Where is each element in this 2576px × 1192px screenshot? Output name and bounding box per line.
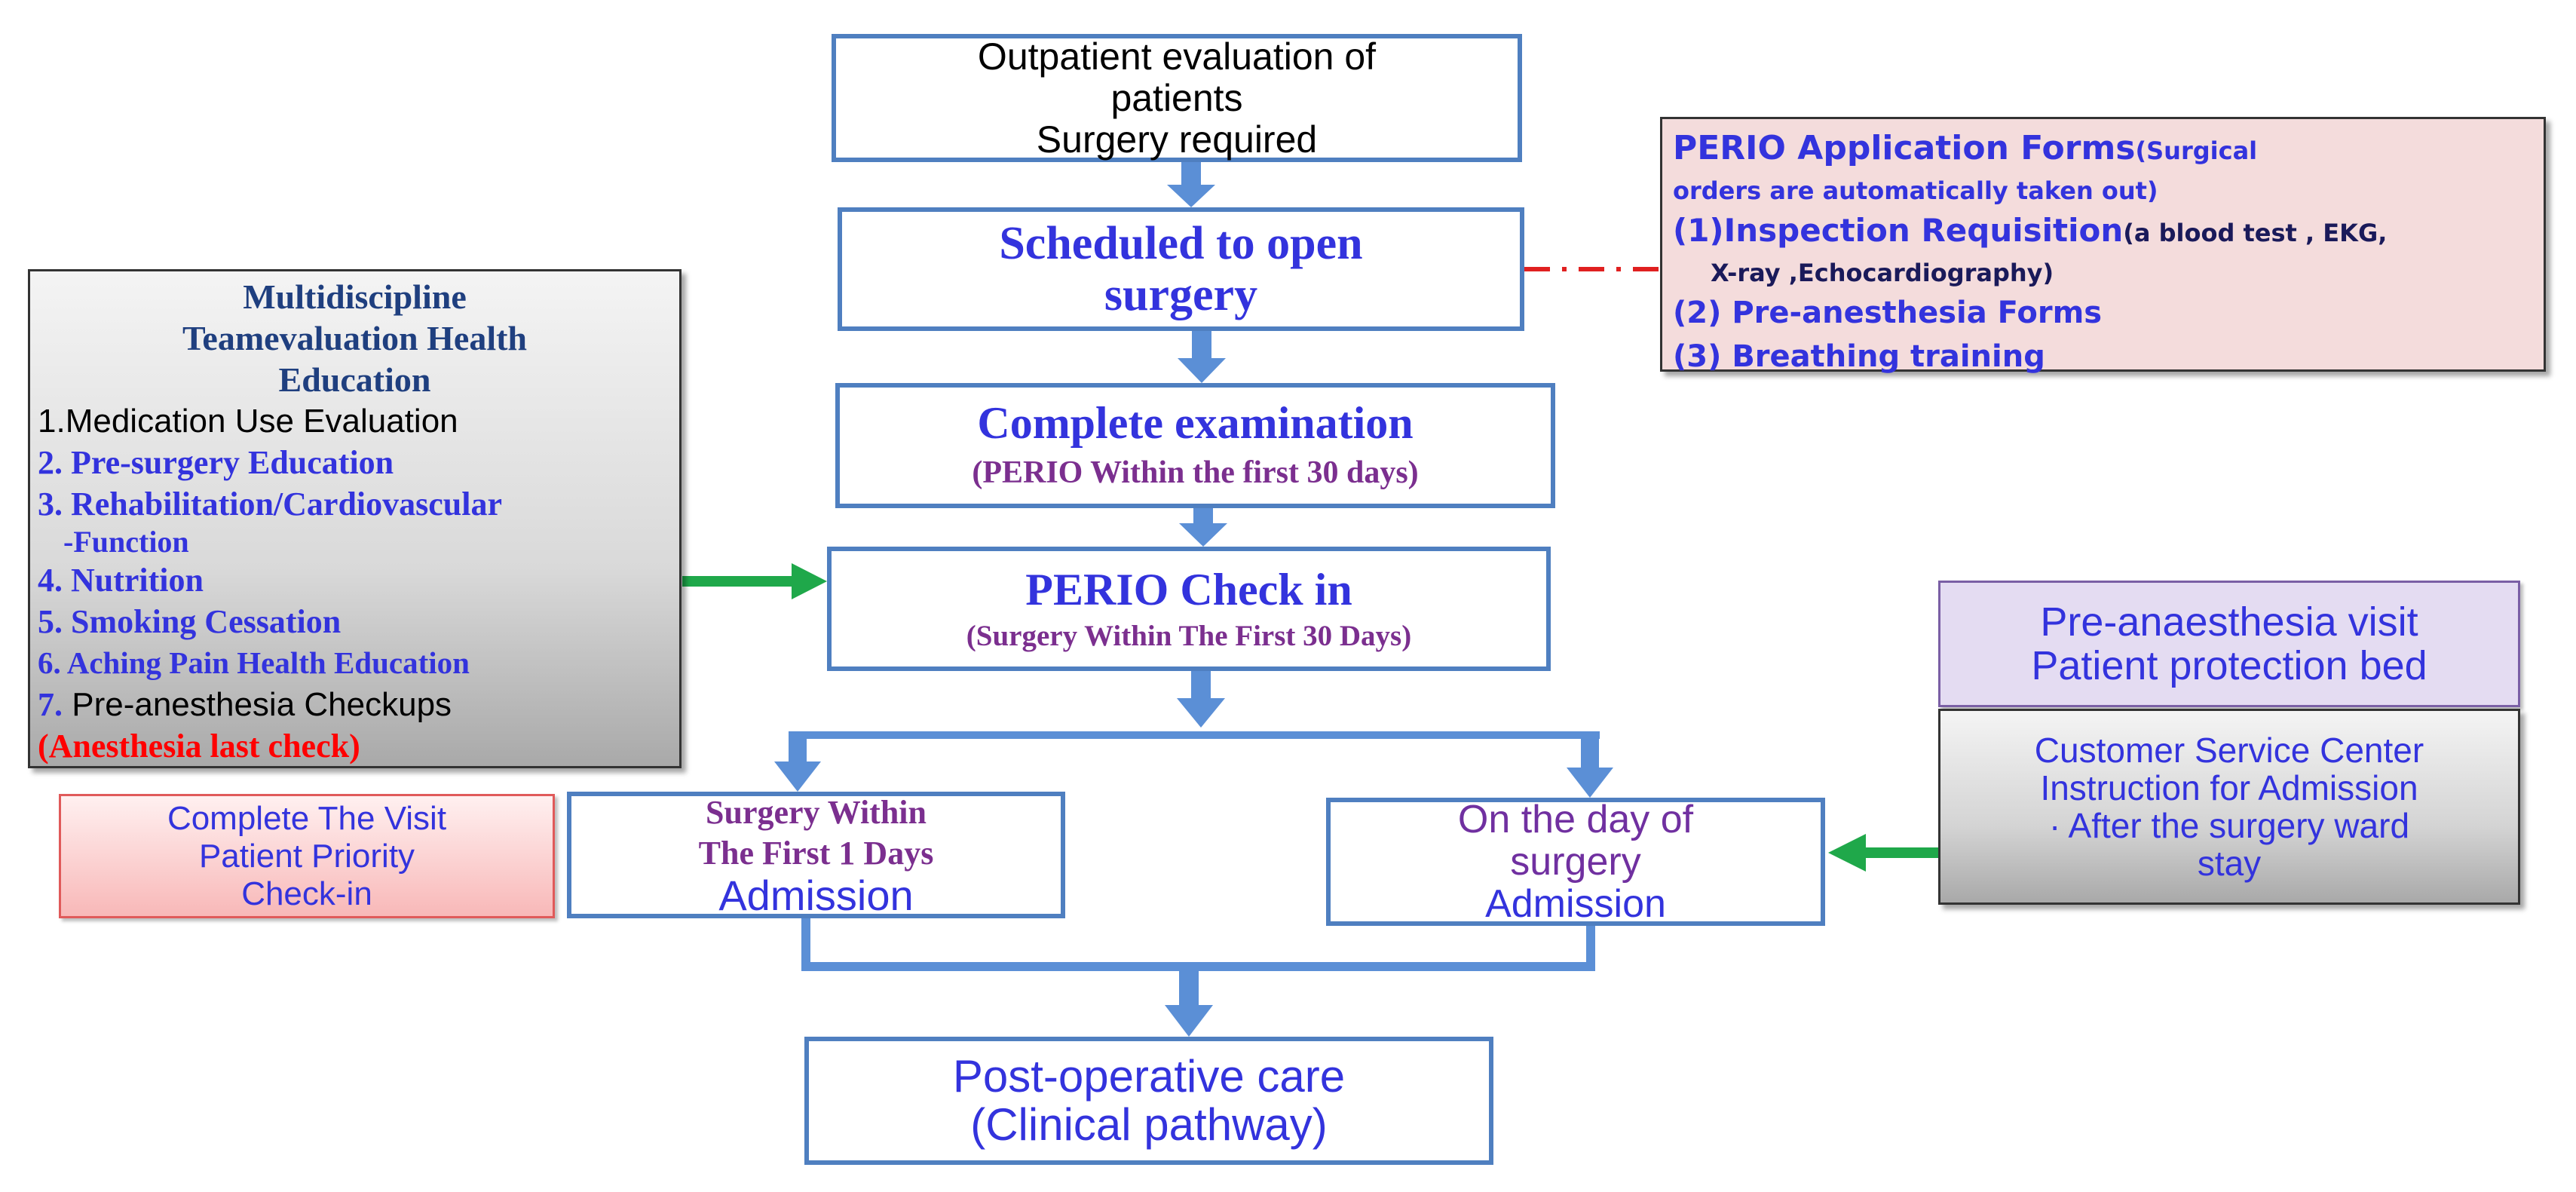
day-of-line2: surgery xyxy=(1510,840,1641,884)
postop-line2: (Clinical pathway) xyxy=(970,1099,1328,1150)
multi-item-5: 5. Smoking Cessation xyxy=(38,603,342,640)
checkin-subtitle: (Surgery Within The First 30 Days) xyxy=(966,619,1412,652)
complete-exam-subtitle: (PERIO Within the first 30 days) xyxy=(972,455,1419,490)
visit-line2: Patient Priority xyxy=(198,837,415,875)
visit-line3: Check-in xyxy=(241,875,372,912)
forms-item1-line2: X-ray ,Echocardiography) xyxy=(1711,259,2054,287)
outpatient-line2: patients xyxy=(1110,76,1243,119)
green-arrow-customer-to-dayof xyxy=(1828,834,1938,872)
arrow-checkin-to-split xyxy=(1177,671,1225,728)
customer-line2: Instruction for Admission xyxy=(2040,768,2418,807)
pre-anaesthesia-visit-box: Pre-anaesthesia visit Patient protection… xyxy=(1938,581,2520,707)
perio-application-forms-box: PERIO Application Forms(Surgical orders … xyxy=(1660,117,2546,374)
multi-item-1: 1.Medication Use Evaluation xyxy=(38,403,458,440)
multi-item-7-text: Pre-anesthesia Checkups xyxy=(63,686,452,723)
multi-item-4: 4. Nutrition xyxy=(38,562,204,599)
multi-item-7-number: 7. xyxy=(38,686,63,723)
forms-item3: (3) Breathing training xyxy=(1673,339,2045,374)
arrow-complete-to-checkin xyxy=(1179,508,1227,547)
forms-title-suffix: (Surgical xyxy=(2135,136,2258,165)
outpatient-line1: Outpatient evaluation of xyxy=(977,35,1377,78)
forms-title-line2: orders are automatically taken out) xyxy=(1673,176,2158,205)
multi-item-8: (Anesthesia last check) xyxy=(38,728,360,765)
day-of-line3: Admission xyxy=(1485,882,1666,926)
multi-heading-line2: Teamevaluation Health xyxy=(182,319,528,357)
forms-item1-line: (1)Inspection Requisition(a blood test ,… xyxy=(1673,209,2387,255)
split-bar xyxy=(774,731,1613,798)
customer-service-box: Customer Service Center Instruction for … xyxy=(1938,709,2520,905)
post-operative-box: Post-operative care (Clinical pathway) xyxy=(804,1037,1493,1165)
preanaes-line2: Patient protection bed xyxy=(2031,643,2427,688)
forms-item1-suffix: (a blood test , EKG, xyxy=(2123,219,2388,247)
scheduled-surgery-box: Scheduled to open surgery xyxy=(838,207,1524,331)
outpatient-evaluation-box: Outpatient evaluation of patients Surger… xyxy=(832,34,1522,162)
multi-item-2: 2. Pre-surgery Education xyxy=(38,444,394,481)
multi-heading-line1: Multidiscipline xyxy=(243,277,467,316)
forms-item2: (2) Pre-anesthesia Forms xyxy=(1673,296,2103,330)
multi-item-3a: 3. Rehabilitation/Cardiovascular xyxy=(38,486,503,522)
scheduled-line1: Scheduled to open xyxy=(999,218,1363,269)
multi-item-3b: -Function xyxy=(63,525,189,559)
preanaes-line1: Pre-anaesthesia visit xyxy=(2040,599,2418,645)
complete-visit-box: Complete The Visit Patient Priority Chec… xyxy=(59,794,555,918)
day-of-surgery-box: On the day of surgery Admission xyxy=(1326,798,1825,926)
multi-item-7: 7. Pre-anesthesia Checkups xyxy=(30,684,679,725)
customer-line1: Customer Service Center xyxy=(2034,731,2424,770)
complete-examination-box: Complete examination (PERIO Within the f… xyxy=(835,383,1555,508)
arrow-scheduled-to-complete xyxy=(1178,331,1226,383)
day-of-line1: On the day of xyxy=(1457,798,1694,841)
visit-line1: Complete The Visit xyxy=(167,799,447,837)
merge-bar xyxy=(801,918,1595,1037)
complete-exam-title: Complete examination xyxy=(977,398,1414,448)
customer-line3: · After the surgery ward xyxy=(2048,806,2410,845)
perio-checkin-box: PERIO Check in (Surgery Within The First… xyxy=(827,547,1551,671)
checkin-title: PERIO Check in xyxy=(1025,564,1352,614)
multidiscipline-education-box: Multidiscipline Teamevaluation Health Ed… xyxy=(28,269,682,768)
forms-item1: (1)Inspection Requisition xyxy=(1673,212,2124,249)
first-day-line1: Surgery Within xyxy=(706,794,927,831)
scheduled-line2: surgery xyxy=(1104,269,1258,320)
multi-heading-line3: Education xyxy=(278,360,431,399)
multi-item-6: 6. Aching Pain Health Education xyxy=(38,645,470,680)
first-day-admission-box: Surgery Within The First 1 Days Admissio… xyxy=(567,792,1065,918)
customer-line4: stay xyxy=(2197,844,2262,883)
first-day-line3: Admission xyxy=(718,872,914,919)
forms-title-line: PERIO Application Forms(Surgical xyxy=(1673,127,2257,173)
green-arrow-multi-to-checkin xyxy=(682,563,827,599)
forms-title: PERIO Application Forms xyxy=(1673,129,2136,167)
outpatient-line3: Surgery required xyxy=(1036,118,1318,161)
arrow-outpatient-to-scheduled xyxy=(1167,162,1215,207)
postop-line1: Post-operative care xyxy=(952,1051,1346,1102)
first-day-line2: The First 1 Days xyxy=(698,835,934,872)
